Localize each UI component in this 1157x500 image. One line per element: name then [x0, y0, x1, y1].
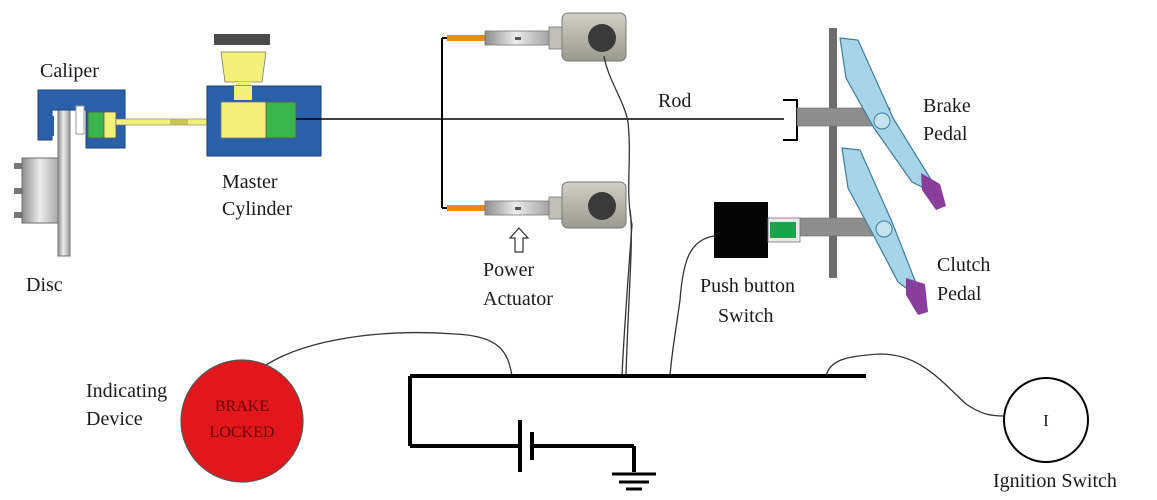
power-bus: [408, 374, 866, 472]
brake-fluid-line: [115, 118, 212, 126]
master-cylinder: [206, 34, 322, 157]
indicating-lamp: BRAKE LOCKED: [180, 359, 304, 483]
push-button-switch: [714, 202, 801, 258]
battery-icon: [518, 420, 534, 472]
caliper-label: Caliper: [40, 60, 99, 82]
power-actuator-label-line1: Power: [483, 259, 534, 281]
ground-icon: [612, 472, 656, 491]
master-cylinder-label-line1: Master: [222, 171, 278, 193]
power-actuator-bottom: [447, 181, 627, 229]
brake-disc: [14, 107, 71, 257]
rod-clevis: [783, 99, 798, 141]
brake-pedal-label-line2: Pedal: [923, 123, 968, 145]
clutch-pedal: [841, 147, 928, 315]
power-actuator-top: [447, 12, 627, 62]
indicating-device-label-line2: Device: [86, 408, 143, 430]
push-button-label-line2: Switch: [718, 305, 774, 327]
indicating-device-label-line1: Indicating: [86, 380, 167, 402]
brake-pedal-label-line1: Brake: [923, 95, 971, 117]
disc-label: Disc: [26, 274, 63, 296]
rod-label: Rod: [658, 90, 691, 112]
master-cylinder-label-line2: Cylinder: [222, 198, 292, 220]
clutch-pedal-label-line2: Pedal: [937, 283, 982, 305]
ignition-switch: I: [1003, 377, 1089, 463]
ignition-symbol: I: [1043, 411, 1049, 430]
ignition-switch-label: Ignition Switch: [993, 470, 1117, 492]
actuator-arrow-icon: [508, 227, 530, 253]
clutch-pedal-label-line1: Clutch: [937, 254, 990, 276]
wiring: [244, 55, 1005, 417]
push-button-label-line1: Push button: [700, 275, 795, 297]
lamp-text-line2: LOCKED: [210, 424, 275, 441]
brake-pedal: [839, 37, 946, 210]
power-actuator-label-line2: Actuator: [483, 288, 553, 310]
caliper: [37, 89, 126, 149]
actuator-bracket: [441, 37, 452, 209]
lamp-text-line1: BRAKE: [215, 398, 269, 415]
